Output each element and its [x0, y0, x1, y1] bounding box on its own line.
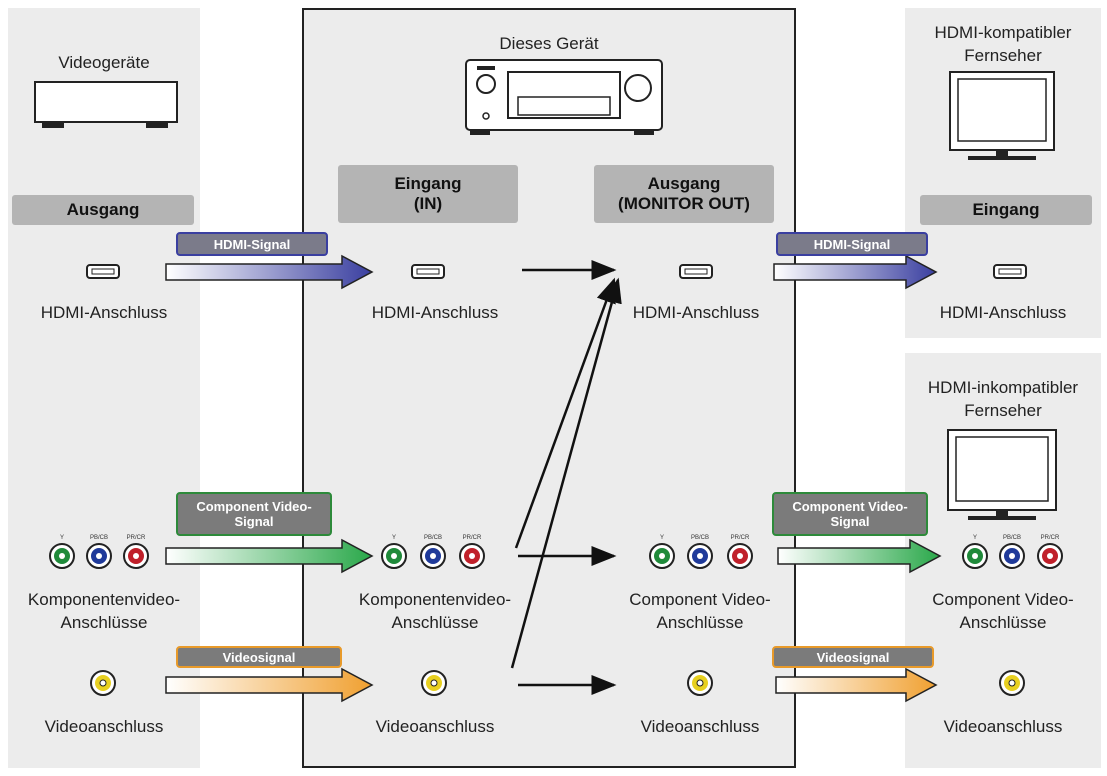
component-signal-tag-line1: Component Video-	[196, 499, 312, 514]
source-component-label-1: Komponentenvideo-	[27, 590, 181, 609]
hdmi-tv-label-2: Fernseher	[964, 46, 1042, 65]
video-device-label: Videogeräte	[58, 53, 150, 72]
jack-caption-y: Y	[659, 535, 664, 541]
video-signal-tag: Videosignal	[176, 646, 342, 668]
tv-component-label-1: Component Video-	[932, 590, 1074, 609]
tv-component-label-2: Anschlüsse	[959, 613, 1047, 632]
routing-arrow	[514, 277, 616, 549]
receiver-output-header-line2: (MONITOR OUT)	[618, 194, 750, 213]
video-signal-tag: Videosignal	[772, 646, 934, 668]
hdmi-tv-icon	[949, 71, 1055, 160]
non-hdmi-tv-label-1: HDMI-inkompatibler	[927, 378, 1079, 397]
hdmi-signal-tag-text: HDMI-Signal	[813, 236, 891, 252]
receiver-out-hdmi-label: HDMI-Anschluss	[632, 303, 760, 322]
hdmi-signal-arrow	[165, 254, 374, 290]
source-hdmi-label: HDMI-Anschluss	[40, 303, 168, 322]
receiver-in-hdmi-label: HDMI-Anschluss	[371, 303, 499, 322]
receiver-out-component-label-1: Component Video-	[629, 590, 771, 609]
source-output-header: Ausgang	[12, 195, 194, 225]
video-jack-yellow-icon	[687, 670, 713, 696]
receiver-out-video-label: Videoanschluss	[640, 717, 760, 736]
video-signal-arrow	[775, 667, 938, 703]
component-jack-red-icon	[727, 543, 753, 569]
receiver-output-header: Ausgang (MONITOR OUT)	[594, 165, 774, 223]
jack-caption-pr: PR/CR	[1040, 535, 1060, 541]
jack-caption-y: Y	[391, 535, 396, 541]
receiver-in-component-label-2: Anschlüsse	[391, 613, 479, 632]
jack-caption-pb: PB/CB	[690, 535, 709, 541]
hdmi-port-icon	[86, 264, 120, 279]
hdmi-signal-tag: HDMI-Signal	[776, 232, 928, 256]
video-jack-yellow-icon	[421, 670, 447, 696]
video-jack-yellow-icon	[90, 670, 116, 696]
jack-caption-y: Y	[972, 535, 977, 541]
component-jack-blue-icon	[999, 543, 1025, 569]
tv-input-header-text: Eingang	[972, 200, 1040, 219]
receiver-in-video-label: Videoanschluss	[375, 717, 495, 736]
jack-caption-pr: PR/CR	[126, 535, 146, 541]
component-jack-green-icon	[49, 543, 75, 569]
jack-caption-y: Y	[59, 535, 64, 541]
non-hdmi-tv-icon	[947, 429, 1057, 520]
tv-input-header: Eingang	[920, 195, 1092, 225]
component-signal-tag-line2: Signal	[234, 514, 274, 529]
component-jack-green-icon	[962, 543, 988, 569]
component-signal-tag: Component Video- Signal	[772, 492, 928, 536]
component-jack-blue-icon	[420, 543, 446, 569]
component-signal-arrow	[165, 538, 374, 574]
component-jack-green-icon	[649, 543, 675, 569]
source-output-header-text: Ausgang	[66, 200, 140, 219]
hdmi-port-icon	[679, 264, 713, 279]
jack-caption-pb: PB/CB	[423, 535, 442, 541]
tv-video-label: Videoanschluss	[943, 717, 1063, 736]
jack-caption-pb: PB/CB	[1002, 535, 1021, 541]
video-signal-tag-text: Videosignal	[816, 649, 890, 665]
source-panel	[8, 8, 200, 768]
jack-caption-pb: PB/CB	[89, 535, 108, 541]
video-signal-tag-text: Videosignal	[222, 649, 296, 665]
component-signal-tag-line2: Signal	[830, 514, 870, 529]
hdmi-port-icon	[411, 264, 445, 279]
component-signal-tag: Component Video- Signal	[176, 492, 332, 536]
video-jack-yellow-icon	[999, 670, 1025, 696]
component-jack-green-icon	[381, 543, 407, 569]
component-signal-arrow	[777, 538, 942, 574]
this-device-label: Dieses Gerät	[499, 34, 599, 53]
av-receiver-icon	[465, 59, 663, 135]
tv-hdmi-label: HDMI-Anschluss	[939, 303, 1067, 322]
hdmi-port-icon	[993, 264, 1027, 279]
hdmi-signal-tag-text: HDMI-Signal	[213, 236, 291, 252]
component-jack-red-icon	[1037, 543, 1063, 569]
hdmi-signal-tag: HDMI-Signal	[176, 232, 328, 256]
receiver-input-header: Eingang (IN)	[338, 165, 518, 223]
receiver-output-header-line1: Ausgang	[647, 174, 721, 193]
jack-caption-pr: PR/CR	[730, 535, 750, 541]
receiver-input-header-line1: Eingang	[394, 174, 462, 193]
routing-arrow	[510, 277, 622, 669]
jack-caption-pr: PR/CR	[462, 535, 482, 541]
source-video-label: Videoanschluss	[44, 717, 164, 736]
component-jack-blue-icon	[687, 543, 713, 569]
component-jack-red-icon	[123, 543, 149, 569]
source-component-label-2: Anschlüsse	[60, 613, 148, 632]
component-signal-tag-line1: Component Video-	[792, 499, 908, 514]
hdmi-tv-panel	[905, 8, 1101, 338]
component-jack-red-icon	[459, 543, 485, 569]
receiver-panel	[302, 8, 796, 768]
receiver-out-component-label-2: Anschlüsse	[656, 613, 744, 632]
receiver-in-component-label-1: Komponentenvideo-	[358, 590, 512, 609]
video-device-icon	[34, 81, 178, 128]
hdmi-signal-arrow	[773, 254, 938, 290]
component-jack-blue-icon	[86, 543, 112, 569]
video-signal-arrow	[165, 667, 374, 703]
receiver-input-header-line2: (IN)	[413, 194, 443, 213]
hdmi-tv-label-1: HDMI-kompatibler	[934, 23, 1072, 42]
non-hdmi-tv-label-2: Fernseher	[964, 401, 1042, 420]
